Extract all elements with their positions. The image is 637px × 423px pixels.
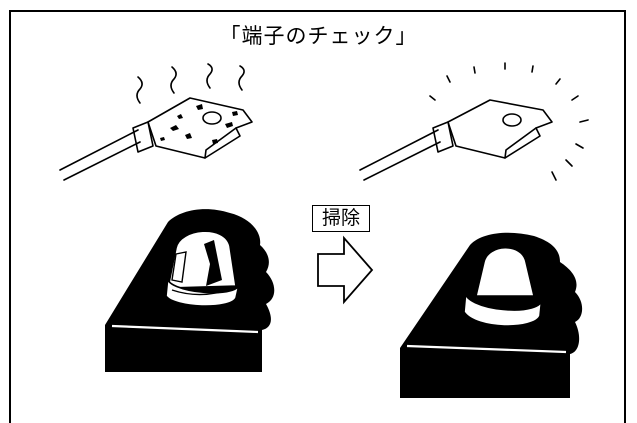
- clean-terminal-connector: [359, 62, 589, 181]
- diagram-title: 「端子のチェック」: [219, 24, 418, 48]
- dirty-battery-post: [105, 209, 275, 372]
- arrow-right-icon: [317, 235, 374, 305]
- clean-battery-post: [400, 232, 583, 398]
- cleaning-label: 掃除: [312, 205, 370, 232]
- dirty-terminal-connector: [59, 63, 253, 181]
- diagram-frame: [9, 10, 626, 423]
